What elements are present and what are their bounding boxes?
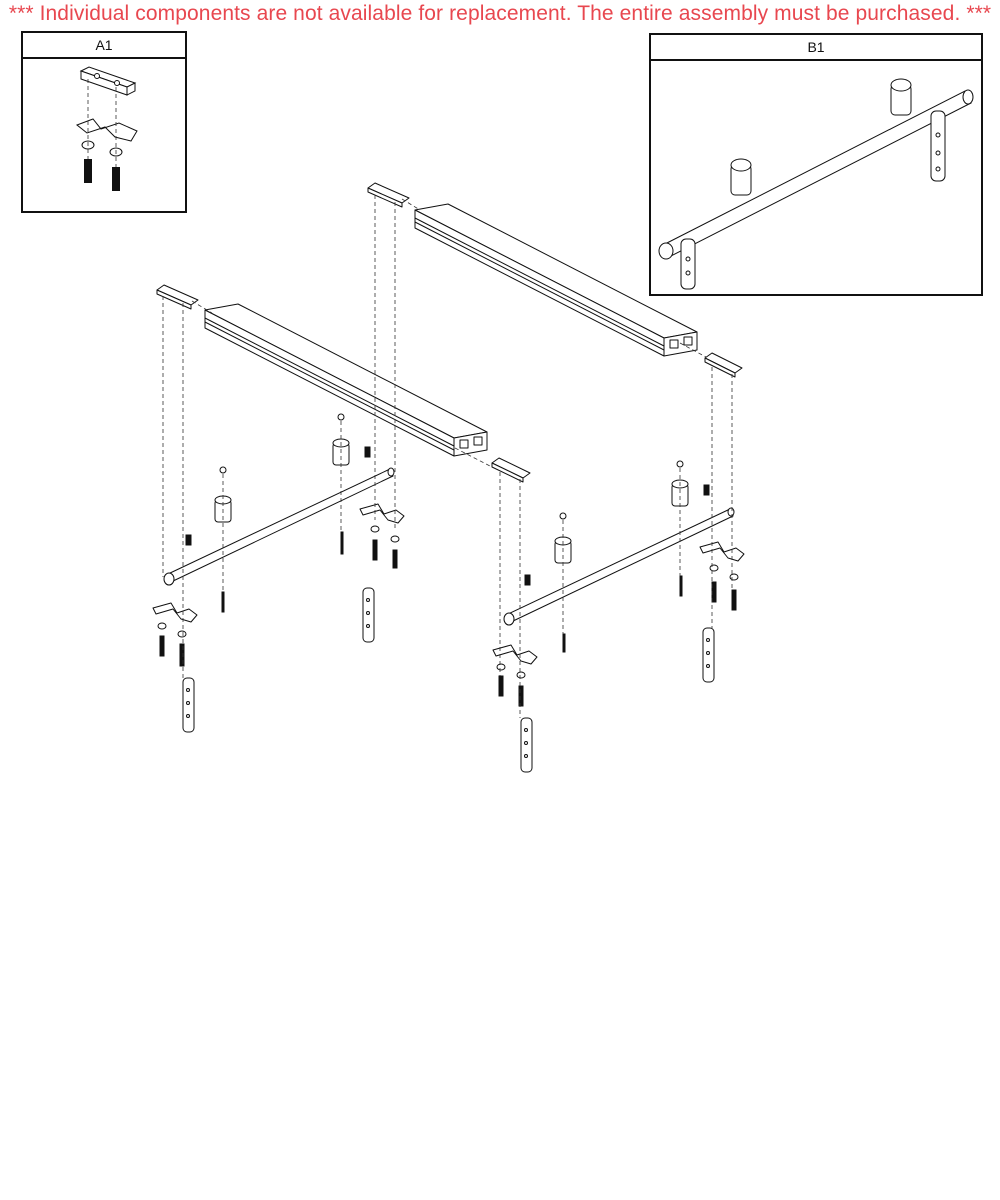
bent-clamp — [152, 602, 198, 623]
inset-b1: B1 — [649, 33, 983, 296]
inset-b1-label: B1 — [651, 35, 981, 61]
right-cross-tube — [503, 507, 735, 626]
left-rail — [204, 303, 488, 457]
right-rail — [414, 203, 698, 357]
leg-tube — [182, 677, 195, 733]
leg-tube — [362, 587, 375, 643]
bent-clamp — [492, 644, 538, 665]
leg-tube — [520, 717, 533, 773]
clamp-block — [671, 479, 689, 507]
bent-clamp — [359, 503, 405, 524]
a1-bracket-detail — [76, 66, 138, 191]
plate-right — [704, 352, 743, 378]
b1-tube-assembly-detail — [658, 78, 974, 290]
plate-mid-center — [491, 457, 531, 483]
plate-top-left — [156, 284, 199, 310]
left-cross-tube — [163, 467, 395, 586]
inset-a1: A1 — [21, 31, 187, 213]
replacement-notice: *** Individual components are not availa… — [8, 2, 992, 25]
plate-top-center — [367, 182, 410, 208]
bent-clamp — [699, 541, 745, 562]
inset-a1-label: A1 — [23, 33, 185, 59]
leg-tube — [702, 627, 715, 683]
